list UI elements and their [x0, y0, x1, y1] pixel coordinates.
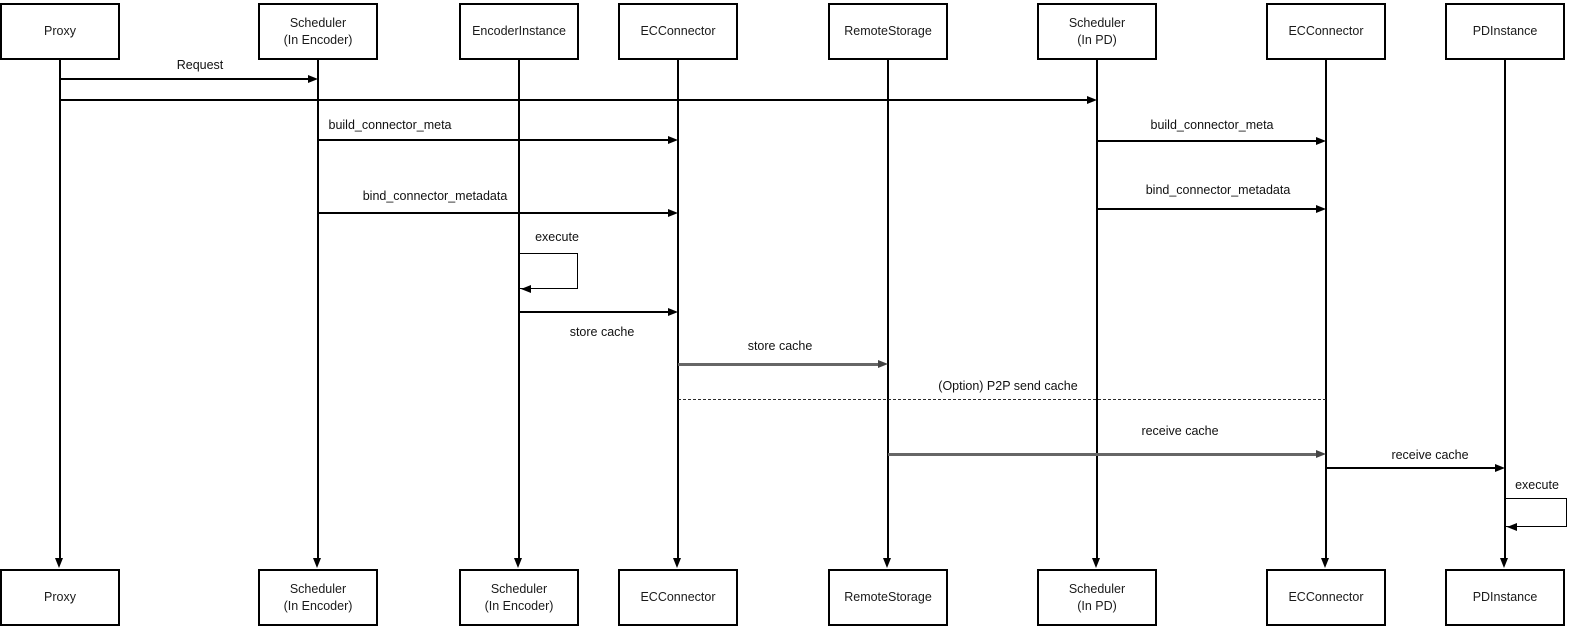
actor-top-ecconnector-pd: ECConnector	[1266, 3, 1386, 60]
message-label: store cache	[744, 339, 816, 353]
arrowhead-right-icon	[878, 360, 888, 368]
actor-bottom-scheduler-pd: Scheduler (In PD)	[1037, 569, 1157, 626]
message-line	[888, 453, 1317, 456]
lifeline-end-arrowhead-icon	[883, 558, 891, 568]
actor-bottom-scheduler-encoder: Scheduler (In Encoder)	[258, 569, 378, 626]
message-label: bind_connector_metadata	[359, 189, 511, 203]
lifeline-end-arrowhead-icon	[1500, 558, 1508, 568]
actor-top-proxy: Proxy	[0, 3, 120, 60]
lifeline-remote-storage	[887, 60, 889, 559]
self-loop-line	[1505, 498, 1567, 527]
message-line	[60, 99, 1088, 101]
lifeline-scheduler-encoder	[317, 60, 319, 559]
message-label: bind_connector_metadata	[1142, 183, 1294, 197]
actor-top-remote-storage: RemoteStorage	[828, 3, 948, 60]
actor-top-scheduler-pd: Scheduler (In PD)	[1037, 3, 1157, 60]
message-label: execute	[532, 230, 582, 244]
actor-bottom-scheduler-encoder-2: Scheduler (In Encoder)	[459, 569, 579, 626]
lifeline-end-arrowhead-icon	[1092, 558, 1100, 568]
arrowhead-left-icon	[521, 285, 531, 293]
actor-bottom-pd-instance: PDInstance	[1445, 569, 1565, 626]
lifeline-scheduler-pd	[1096, 60, 1098, 559]
message-line	[1326, 467, 1496, 469]
actor-top-scheduler-encoder: Scheduler (In Encoder)	[258, 3, 378, 60]
arrowhead-right-icon	[1087, 96, 1097, 104]
arrowhead-right-icon	[308, 75, 318, 83]
message-label: receive cache	[1388, 448, 1472, 462]
arrowhead-right-icon	[668, 209, 678, 217]
message-line-dashed	[678, 399, 1326, 400]
arrowhead-left-icon	[1507, 523, 1517, 531]
arrowhead-right-icon	[668, 136, 678, 144]
arrowhead-right-icon	[668, 308, 678, 316]
message-label: store cache	[566, 325, 638, 339]
arrowhead-right-icon	[1495, 464, 1505, 472]
arrowhead-right-icon	[1316, 137, 1326, 145]
arrowhead-right-icon	[1316, 205, 1326, 213]
message-label: execute	[1512, 478, 1562, 492]
message-label: build_connector_meta	[325, 118, 455, 132]
message-label: build_connector_meta	[1147, 118, 1277, 132]
lifeline-ecconnector-pd	[1325, 60, 1327, 559]
message-line	[1097, 208, 1317, 210]
lifeline-pd-instance	[1504, 60, 1506, 559]
actor-bottom-ecconnector: ECConnector	[618, 569, 738, 626]
lifeline-end-arrowhead-icon	[55, 558, 63, 568]
message-line	[318, 212, 669, 214]
message-line	[60, 78, 309, 80]
lifeline-encoder-instance	[518, 60, 520, 559]
message-line	[678, 363, 879, 366]
arrowhead-right-icon	[1316, 450, 1326, 458]
lifeline-end-arrowhead-icon	[1321, 558, 1329, 568]
self-loop-line	[519, 253, 578, 289]
lifeline-proxy	[59, 60, 61, 559]
actor-bottom-remote-storage: RemoteStorage	[828, 569, 948, 626]
message-line	[1097, 140, 1317, 142]
lifeline-end-arrowhead-icon	[313, 558, 321, 568]
message-label: (Option) P2P send cache	[935, 379, 1081, 393]
lifeline-end-arrowhead-icon	[514, 558, 522, 568]
message-label: Request	[173, 58, 227, 72]
actor-top-pd-instance: PDInstance	[1445, 3, 1565, 60]
message-label: receive cache	[1138, 424, 1222, 438]
actor-bottom-proxy: Proxy	[0, 569, 120, 626]
actor-top-ecconnector: ECConnector	[618, 3, 738, 60]
actor-bottom-ecconnector-pd: ECConnector	[1266, 569, 1386, 626]
message-line	[519, 311, 669, 313]
lifeline-end-arrowhead-icon	[673, 558, 681, 568]
actor-top-encoder-instance: EncoderInstance	[459, 3, 579, 60]
message-line	[318, 139, 669, 141]
